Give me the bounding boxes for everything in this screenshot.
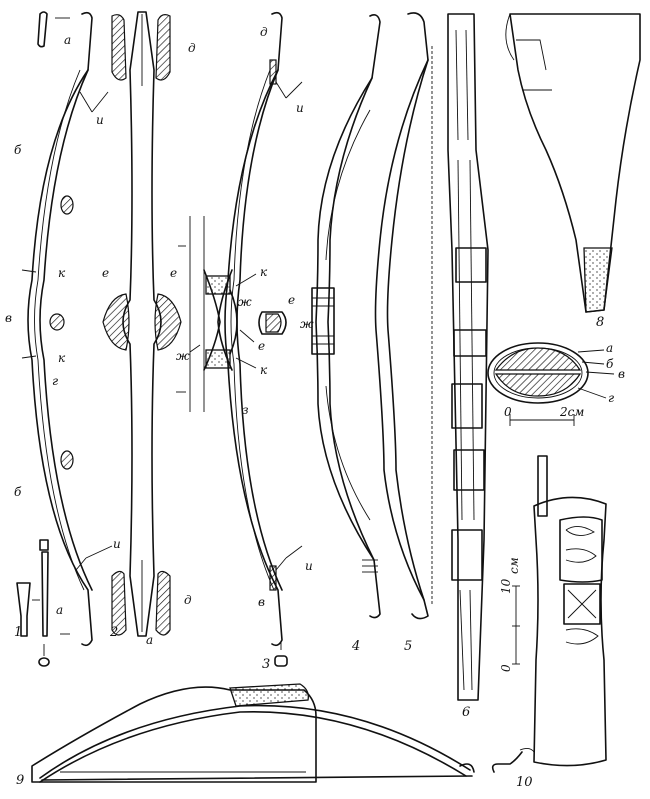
section-oval-mid xyxy=(49,313,65,331)
horn-plate-bottom-left xyxy=(111,570,127,636)
case-8-outline xyxy=(509,13,641,313)
figure-4-bow xyxy=(311,14,381,619)
label-i-1-bottom: и xyxy=(113,537,121,551)
scale-ten-10: 10 xyxy=(499,578,513,594)
label-i-3-bottom: и xyxy=(305,559,313,573)
label-i-3-top: и xyxy=(296,101,304,115)
grip-section-right xyxy=(154,293,182,351)
scale-end-7: 2см xyxy=(559,405,584,419)
scale-unit-10: см xyxy=(507,557,521,574)
scale-zero-7: 0 xyxy=(504,405,512,419)
case-9-clasp xyxy=(229,683,309,707)
label-k-3-top: к xyxy=(260,265,268,279)
label-zh-grip: ж xyxy=(176,349,190,363)
figure-number-9: 9 xyxy=(16,773,24,788)
figure-3-bow xyxy=(224,11,303,667)
label-b-7: б xyxy=(606,357,614,371)
section-lower-layer xyxy=(494,373,582,397)
figure-number-2: 2 xyxy=(109,625,118,640)
section-oval-top xyxy=(60,195,74,215)
section-outer-ellipse xyxy=(487,342,589,404)
detail-a-top xyxy=(37,11,48,48)
grip-section-left xyxy=(102,293,130,351)
label-a-2: а xyxy=(146,633,153,647)
label-k-1-top: к xyxy=(58,266,66,280)
label-v-1: в xyxy=(5,311,12,325)
bow-5-inner xyxy=(386,59,429,601)
grip-detail xyxy=(176,216,233,412)
label-v-7: в xyxy=(618,367,625,381)
label-b-1-bottom: б xyxy=(14,485,22,499)
detail-tip-wide xyxy=(16,582,31,637)
figure-6-case xyxy=(447,13,489,701)
label-a-7: а xyxy=(606,341,613,355)
label-d-2-bottom: д xyxy=(184,593,192,607)
section-d-shape xyxy=(258,311,287,335)
figure-10-quiver xyxy=(491,455,607,773)
label-k-1-bottom: к xyxy=(58,351,66,365)
figure-number-8: 8 xyxy=(596,315,604,330)
quiver-ornament-mid xyxy=(563,583,601,625)
figure-number-5: 5 xyxy=(404,639,412,654)
section-oval-bottom xyxy=(60,450,74,470)
bow-4-outer xyxy=(315,14,381,619)
bow-2-body xyxy=(122,11,162,637)
label-a-1-bottom: а xyxy=(56,603,63,617)
bow-4-inner xyxy=(327,77,375,561)
figure-number-4: 4 xyxy=(351,639,360,654)
scale-zero-10: 0 xyxy=(499,664,513,672)
label-e-3: е xyxy=(288,293,295,307)
figure-2-bow xyxy=(102,11,182,637)
bow-1-inner xyxy=(39,69,93,591)
label-i-1-top: и xyxy=(96,113,104,127)
figure-8-case xyxy=(505,13,641,313)
horn-plate-bottom-right xyxy=(155,570,171,636)
quiver-10-body xyxy=(533,496,607,767)
label-e-3-bottom: е xyxy=(258,339,265,353)
quiver-ornament-top xyxy=(559,516,603,583)
figure-number-1: 1 xyxy=(14,625,22,640)
figure-1-bow xyxy=(16,11,113,667)
figure-9-bow-case xyxy=(31,683,475,783)
section-upper-layer xyxy=(494,347,582,371)
label-d-2-top: д xyxy=(188,41,196,55)
figure-number-3: 3 xyxy=(262,657,270,672)
label-e-2-left: е xyxy=(102,266,109,280)
label-e-2-right: е xyxy=(170,266,177,280)
label-z-3: з xyxy=(242,403,249,417)
figure-7-cross-section xyxy=(487,342,615,426)
label-a-1: а xyxy=(64,33,71,47)
label-d-3-top: д xyxy=(260,25,268,39)
label-k-3-bottom: к xyxy=(260,363,268,377)
bow-9-string xyxy=(41,775,473,781)
label-b-1-top: б xyxy=(14,143,22,157)
figure-number-10: 10 xyxy=(516,775,533,790)
quiver-hook xyxy=(491,751,523,773)
case-6-body xyxy=(447,13,489,701)
detail-tip-narrow xyxy=(41,551,49,637)
label-zh-3: ж xyxy=(238,295,252,309)
bow-4-grip-wrap xyxy=(311,287,335,355)
arrow-shaft xyxy=(537,455,548,517)
case-9-body xyxy=(31,686,317,783)
label-v-3: в xyxy=(258,595,265,609)
label-g-1: г xyxy=(52,374,58,388)
horn-plate-top-right xyxy=(155,14,171,81)
horn-plate-top-left xyxy=(111,14,127,81)
label-g-7: г xyxy=(608,391,614,405)
figure-number-6: 6 xyxy=(462,705,470,720)
case-8-tip xyxy=(583,247,613,313)
bow-9-limb xyxy=(39,704,471,779)
label-zh-3-right: ж xyxy=(300,317,314,331)
detail-cap xyxy=(38,657,50,667)
bow-5-outer xyxy=(374,12,429,620)
bow-3-cap xyxy=(274,655,288,667)
figure-5-bow xyxy=(374,12,433,620)
